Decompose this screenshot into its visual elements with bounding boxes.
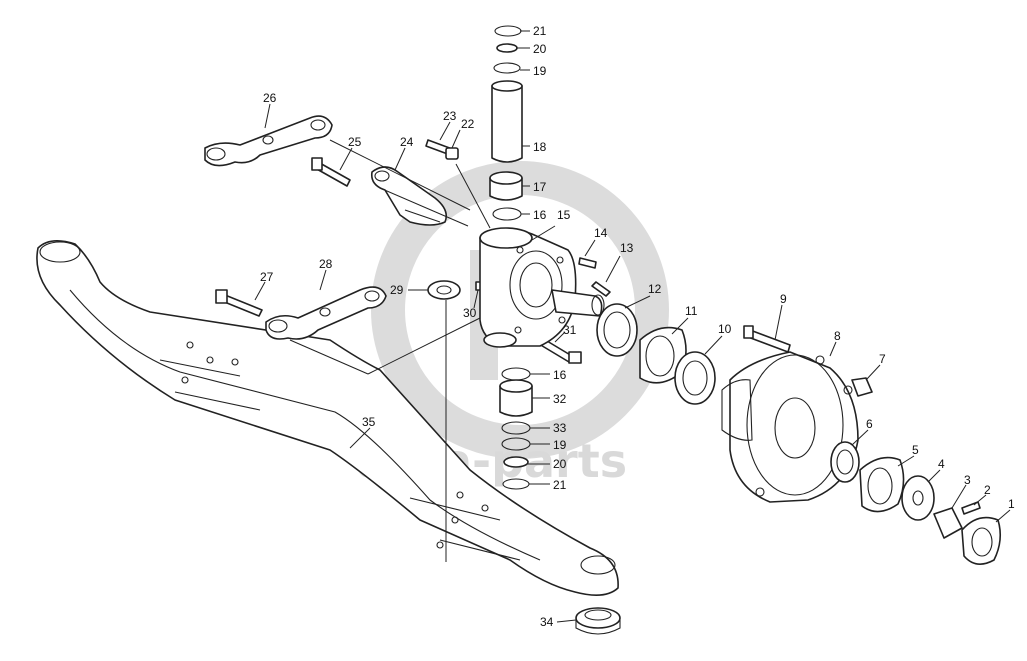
label-6: 6 <box>866 417 873 431</box>
label-12: 12 <box>648 282 662 296</box>
label-30: 30 <box>463 306 477 320</box>
label-21-bottom: 21 <box>553 478 567 492</box>
label-33: 33 <box>553 421 567 435</box>
label-24: 24 <box>400 135 414 149</box>
label-3: 3 <box>964 473 971 487</box>
label-23: 23 <box>443 109 457 123</box>
label-18: 18 <box>533 140 547 154</box>
label-28: 28 <box>319 257 333 271</box>
label-17: 17 <box>533 180 547 194</box>
part-labels: 21 20 19 18 17 16 15 14 13 12 11 10 9 8 … <box>260 24 1015 629</box>
label-9: 9 <box>780 292 787 306</box>
label-20-bottom: 20 <box>553 457 567 471</box>
axle-beam <box>36 240 619 596</box>
steering-knuckle <box>479 227 605 348</box>
label-27: 27 <box>260 270 274 284</box>
label-14: 14 <box>594 226 608 240</box>
arm-24 <box>370 166 448 226</box>
label-34: 34 <box>540 615 554 629</box>
label-22: 22 <box>461 117 475 131</box>
label-13: 13 <box>620 241 634 255</box>
wheel-hub <box>721 325 873 503</box>
label-4: 4 <box>938 457 945 471</box>
washer-29 <box>427 280 461 300</box>
label-11: 11 <box>685 304 698 318</box>
label-2: 2 <box>984 483 991 497</box>
label-8: 8 <box>834 329 841 343</box>
label-1: 1 <box>1008 497 1015 511</box>
hub-seal-bearings <box>596 303 716 405</box>
label-35: 35 <box>362 415 376 429</box>
label-16-top: 16 <box>533 208 547 222</box>
label-19-bottom: 19 <box>553 438 567 452</box>
seal-34 <box>575 607 621 635</box>
kingpin-stack <box>489 25 523 221</box>
label-29: 29 <box>390 283 404 297</box>
label-31: 31 <box>563 323 577 337</box>
label-21-top: 21 <box>533 24 547 38</box>
label-10: 10 <box>718 322 732 336</box>
lower-bushing-stack <box>499 367 533 490</box>
label-25: 25 <box>348 135 362 149</box>
outer-hub-parts <box>830 441 1002 565</box>
label-19-top: 19 <box>533 64 547 78</box>
label-7: 7 <box>879 352 886 366</box>
label-15: 15 <box>557 208 571 222</box>
label-16-bottom: 16 <box>553 368 567 382</box>
steering-arm-26 <box>204 115 333 167</box>
arm-28 <box>265 286 387 340</box>
leader-lines <box>254 30 1011 623</box>
label-26: 26 <box>263 91 277 105</box>
label-32: 32 <box>553 392 567 406</box>
label-5: 5 <box>912 443 919 457</box>
label-20-top: 20 <box>533 42 547 56</box>
